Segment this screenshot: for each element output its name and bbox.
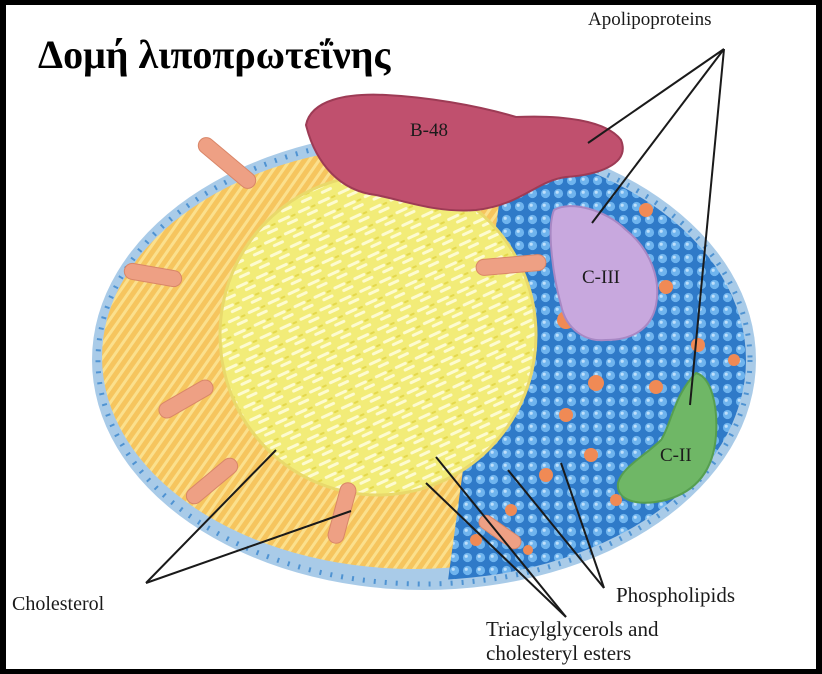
label-apolipoproteins: Apolipoproteins bbox=[588, 9, 712, 31]
label-phospholipids: Phospholipids bbox=[616, 583, 735, 608]
lipoprotein-diagram bbox=[6, 5, 816, 669]
label-triacylglycerols-line1: Triacylglycerols and bbox=[486, 617, 658, 642]
label-b48: B-48 bbox=[410, 120, 448, 142]
label-c2: C-II bbox=[660, 445, 692, 467]
lipid-core bbox=[220, 175, 536, 495]
slide-panel: Δομή λιποπρωτεΐνης Apolipoproteins Chole… bbox=[6, 5, 816, 669]
label-triacylglycerols-line2: cholesteryl esters bbox=[486, 641, 631, 666]
label-cholesterol: Cholesterol bbox=[12, 593, 104, 616]
label-c3: C-III bbox=[582, 267, 620, 289]
slide-title: Δομή λιποπρωτεΐνης bbox=[38, 31, 390, 78]
